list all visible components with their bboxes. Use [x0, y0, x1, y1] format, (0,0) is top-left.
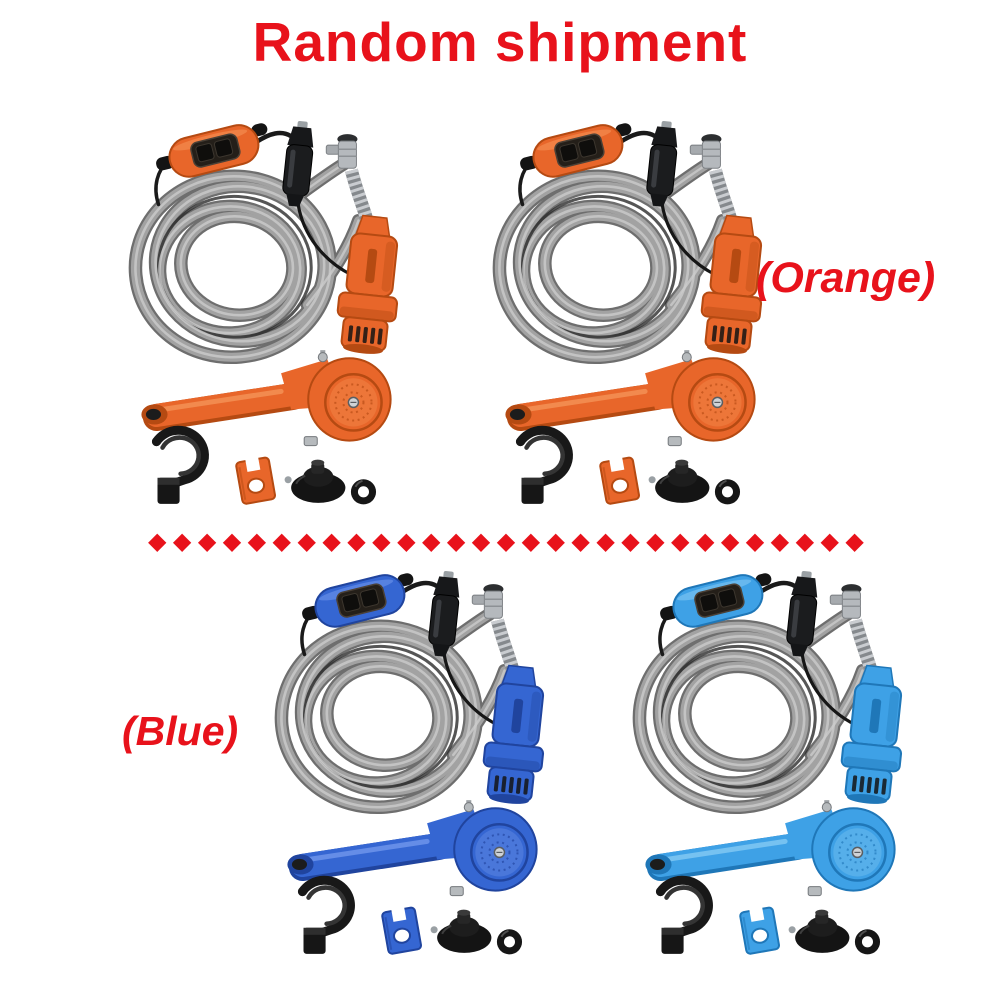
coiled-hose — [274, 607, 511, 815]
page-title: Random shipment — [252, 11, 748, 73]
hanging-hook — [655, 875, 713, 954]
inline-switch — [660, 573, 772, 628]
diamond-icon: ◆ — [596, 528, 615, 555]
diamond-icon: ◆ — [795, 528, 815, 555]
corrugated-tube — [709, 168, 737, 221]
diamond-icon: ◆ — [322, 528, 341, 555]
diamond-icon: ◆ — [397, 528, 416, 555]
coiled-hose — [632, 607, 869, 815]
diamond-icon: ◆ — [197, 528, 217, 555]
coiled-hose — [128, 157, 365, 365]
diamond-icon: ◆ — [496, 528, 516, 555]
diamond-icon: ◆ — [272, 528, 291, 555]
blue-colorway-label: (Blue) — [122, 708, 239, 754]
diamond-icon: ◆ — [347, 528, 366, 555]
car-charger-plug — [786, 570, 818, 657]
rubber-ring — [854, 929, 881, 955]
mounting-bracket — [599, 454, 640, 505]
mounting-bracket — [381, 904, 422, 955]
diamond-icon: ◆ — [297, 528, 316, 555]
shower-head — [287, 800, 538, 897]
diamond-icon: ◆ — [820, 528, 839, 555]
shower-head — [645, 800, 896, 897]
coiled-hose — [492, 157, 729, 365]
hanging-hook — [151, 425, 209, 504]
inline-switch — [520, 123, 632, 178]
suction-cup — [788, 909, 850, 953]
faucet-connector — [689, 134, 722, 169]
orange-kit-photo-2 — [476, 106, 778, 528]
diamond-icon: ◆ — [446, 528, 466, 555]
corrugated-tube — [491, 618, 519, 671]
blue-kit-photo-1 — [258, 556, 560, 978]
corrugated-tube — [849, 618, 877, 671]
shower-head — [505, 350, 756, 447]
diamond-icon: ◆ — [571, 528, 590, 555]
diamond-icon: ◆ — [845, 528, 864, 555]
hanging-hook — [515, 425, 573, 504]
water-pump — [482, 664, 545, 804]
faucet-connector — [471, 584, 504, 619]
car-charger-plug — [428, 570, 460, 657]
diamond-icon: ◆ — [770, 528, 790, 555]
suction-cup — [284, 459, 346, 503]
orange-colorway-label: (Orange) — [756, 254, 936, 302]
faucet-connector — [325, 134, 358, 169]
rubber-ring — [350, 479, 377, 505]
diamond-icon: ◆ — [646, 528, 665, 555]
blue-kit-photo-2 — [616, 556, 918, 978]
car-charger-plug — [646, 120, 678, 207]
rubber-ring — [496, 929, 523, 955]
diamond-icon: ◆ — [745, 528, 765, 555]
corrugated-tube — [345, 168, 373, 221]
diamond-icon: ◆ — [421, 528, 441, 555]
mounting-bracket — [739, 904, 780, 955]
car-charger-plug — [282, 120, 314, 207]
water-pump — [336, 214, 399, 354]
faucet-connector — [829, 584, 862, 619]
diamond-icon: ◆ — [148, 528, 167, 555]
hanging-hook — [297, 875, 355, 954]
diamond-icon: ◆ — [546, 528, 565, 555]
diamond-icon: ◆ — [172, 528, 192, 555]
water-pump — [700, 214, 763, 354]
diamond-icon: ◆ — [372, 528, 391, 555]
shower-head — [141, 350, 392, 447]
diamond-icon: ◆ — [695, 528, 715, 555]
inline-switch — [156, 123, 268, 178]
diamond-icon: ◆ — [521, 528, 541, 555]
diamond-icon: ◆ — [471, 528, 491, 555]
diamond-icon: ◆ — [671, 528, 690, 555]
diamond-icon: ◆ — [222, 528, 242, 555]
suction-cup — [430, 909, 492, 953]
suction-cup — [648, 459, 710, 503]
diamond-divider: ◆◆◆◆◆◆◆◆◆◆◆◆◆◆◆◆◆◆◆◆◆◆◆◆◆◆◆◆◆ — [148, 528, 864, 556]
mounting-bracket — [235, 454, 276, 505]
orange-kit-photo-1 — [112, 106, 414, 528]
diamond-icon: ◆ — [621, 528, 640, 555]
diamond-icon: ◆ — [720, 528, 740, 555]
rubber-ring — [714, 479, 741, 505]
diamond-icon: ◆ — [247, 528, 267, 555]
inline-switch — [302, 573, 414, 628]
water-pump — [840, 664, 903, 804]
